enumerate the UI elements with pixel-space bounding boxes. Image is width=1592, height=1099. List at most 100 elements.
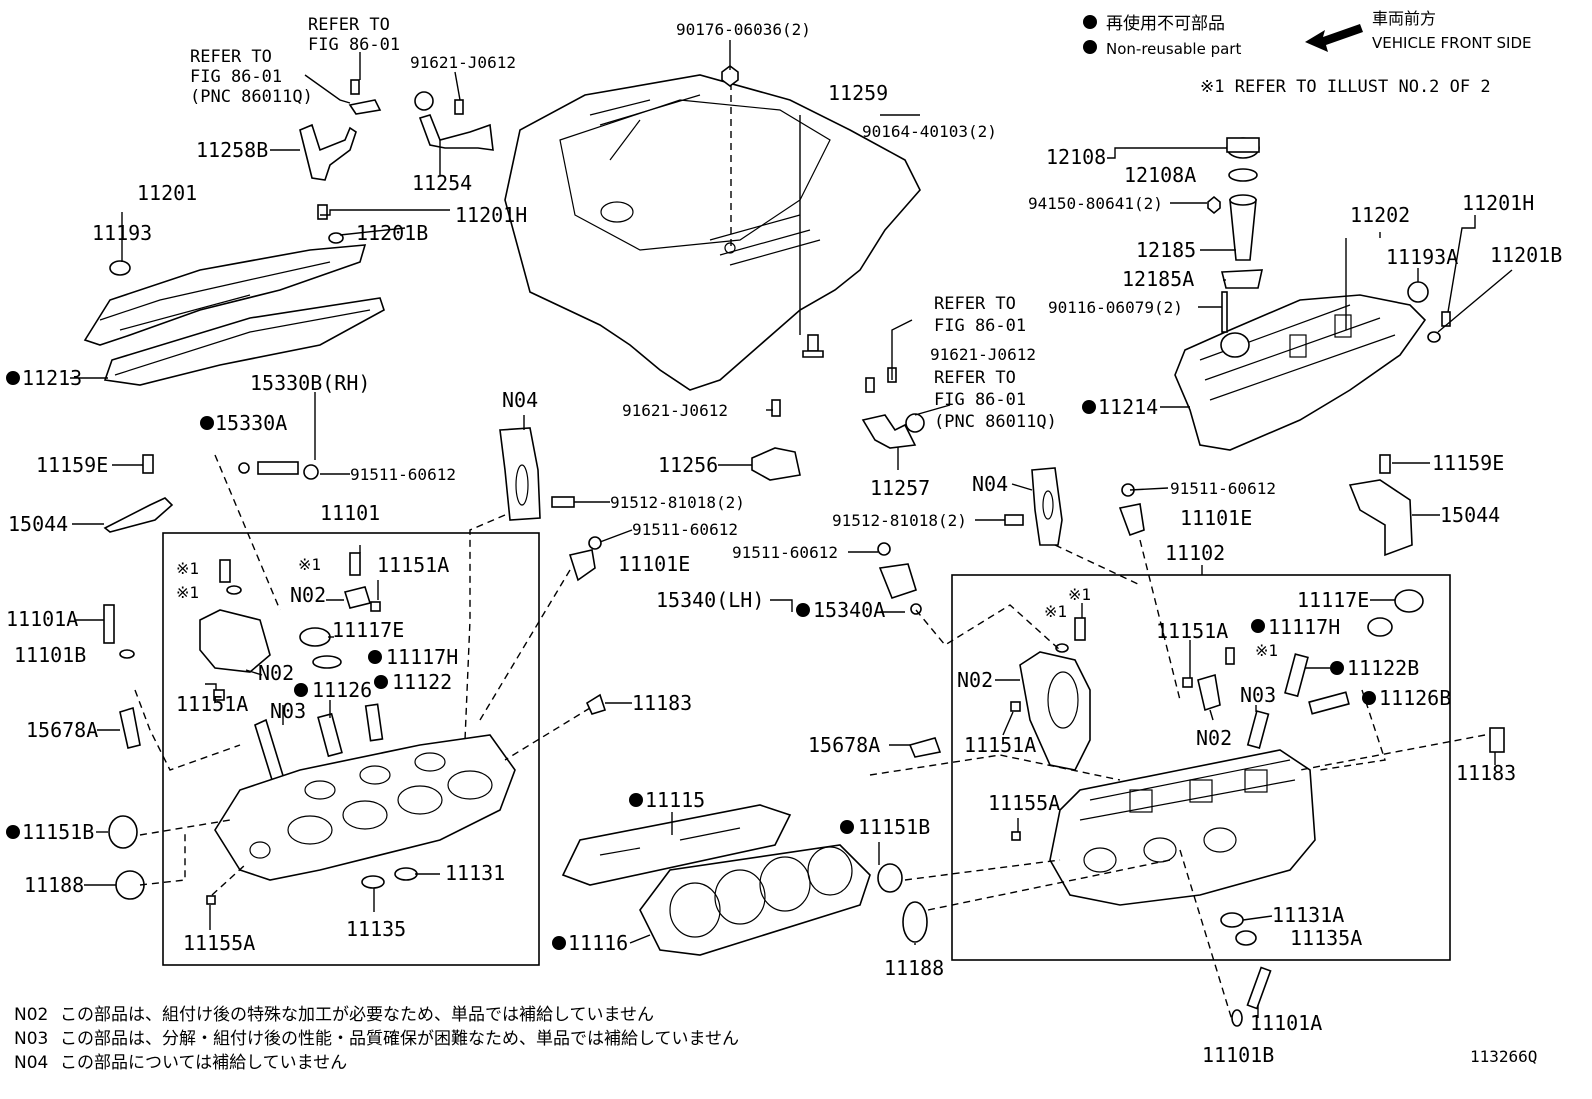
bolt-11159e-r — [1379, 454, 1391, 474]
note-n02-code: N02 — [14, 1005, 48, 1025]
ring-11135 — [361, 875, 385, 889]
label-91621-c: 91621-J0612 — [930, 345, 1036, 364]
leader-lines — [70, 40, 1513, 1018]
label-11101B-r: 11101B — [1202, 1043, 1274, 1067]
guide-11122 — [364, 703, 384, 742]
plug-11183-l — [585, 693, 607, 715]
label-12185A: 12185A — [1122, 267, 1194, 291]
ref-refer-to-3: REFER TO — [934, 294, 1016, 314]
seal-11151b-r — [877, 863, 903, 893]
label-N02-3: N02 — [957, 668, 993, 692]
note-n04-code: N04 — [14, 1053, 48, 1073]
washer-11101b-l — [119, 649, 135, 659]
label-11151B-l: 11151B — [22, 820, 94, 844]
label-N02-4: N02 — [1196, 726, 1232, 750]
label-N03-2: N03 — [1240, 683, 1276, 707]
pin-11151a-r2 — [1182, 677, 1193, 688]
gasket-12108a — [1228, 168, 1258, 182]
label-11102: 11102 — [1165, 541, 1225, 565]
plug-91512-l — [551, 496, 575, 508]
seal-11201b-r — [1427, 331, 1441, 343]
label-N04-r: N04 — [972, 472, 1008, 496]
label-91512-a: 91512-81018(2) — [610, 493, 745, 512]
label-15044-r: 15044 — [1440, 503, 1500, 527]
label-11117H-l: 11117H — [386, 645, 458, 669]
label-11126B: 11126B — [1379, 686, 1451, 710]
ref-fig-1: FIG 86-01 — [308, 35, 400, 55]
label-11135A: 11135A — [1290, 926, 1362, 950]
figure-id: 113266Q — [1470, 1047, 1537, 1066]
bolt-11101a-l — [103, 604, 115, 644]
vvt-solenoid-15330b — [257, 461, 299, 475]
grommet-11193 — [109, 260, 131, 276]
label-90164: 90164-40103(2) — [862, 122, 997, 141]
label-11183-l: 11183 — [632, 691, 692, 715]
bracket-n02-r — [1197, 673, 1221, 712]
label-N02-2: N02 — [258, 661, 294, 685]
label-11151B-r: 11151B — [858, 815, 930, 839]
label-11115: 11115 — [645, 788, 705, 812]
non-reusable-markers — [6, 371, 1376, 950]
label-11155A-l: 11155A — [183, 931, 255, 955]
plug-11188-r — [902, 901, 928, 943]
label-11202: 11202 — [1350, 203, 1410, 227]
label-11117E-l: 11117E — [332, 618, 404, 642]
bolt-90164 — [807, 334, 819, 352]
bolt-star1-a — [219, 559, 231, 583]
label-11258B: 11258B — [196, 138, 268, 162]
guide-11126b — [1308, 691, 1350, 715]
label-11213: 11213 — [22, 366, 82, 390]
label-15044-l: 15044 — [8, 512, 68, 536]
head-assembly-box-11102 — [951, 574, 1451, 961]
label-11193: 11193 — [92, 221, 152, 245]
non-reusable-dot-icon — [1083, 15, 1097, 29]
gasket-11117h-r — [1367, 617, 1393, 637]
label-N02-1: N02 — [290, 583, 326, 607]
label-11131A: 11131A — [1272, 903, 1344, 927]
label-11126: 11126 — [312, 678, 372, 702]
ring-11131 — [394, 867, 418, 881]
label-11131: 11131 — [445, 861, 505, 885]
label-11151A-1: 11151A — [377, 553, 449, 577]
bolt-91511-l — [303, 464, 319, 480]
label-11101A-r: 11101A — [1250, 1011, 1322, 1035]
label-star1-e: ※1 — [1044, 602, 1067, 621]
bolt-star1-r2 — [1225, 647, 1235, 665]
label-11256: 11256 — [658, 453, 718, 477]
bolt-91621a — [454, 99, 464, 115]
label-star1-b: ※1 — [176, 583, 199, 602]
ref-pnc-2: (PNC 86011Q) — [934, 412, 1057, 432]
label-11183-r: 11183 — [1456, 761, 1516, 785]
label-91511-c: 91511-60612 — [732, 543, 838, 562]
label-90116: 90116-06079(2) — [1048, 298, 1183, 317]
label-12185: 12185 — [1136, 238, 1196, 262]
label-11201B-r: 11201B — [1490, 243, 1562, 267]
head-gasket-11116 — [639, 844, 871, 956]
pin-11151a-l — [213, 689, 225, 701]
legend: 再使用不可部品 Non-reusable part 車両前方 VEHICLE F… — [1083, 9, 1532, 97]
label-11159E-l: 11159E — [36, 453, 108, 477]
label-star1-c: ※1 — [298, 555, 321, 574]
part-labels: REFER TO FIG 86-01 REFER TO FIG 86-01 (P… — [6, 15, 1562, 1067]
pin-11151a-l2 — [370, 601, 381, 612]
sensor-15678a-l — [119, 706, 141, 749]
seal-11151b-l — [108, 815, 138, 849]
grommet-11193a — [1407, 281, 1429, 303]
label-star1-f: ※1 — [1255, 641, 1278, 660]
ref-fig-4: FIG 86-01 — [934, 390, 1026, 410]
ref-refer-to-2: REFER TO — [190, 47, 272, 67]
label-15340: 15340(LH) — [656, 588, 764, 612]
label-11188-l: 11188 — [24, 873, 84, 897]
label-11101A-l: 11101A — [6, 607, 78, 631]
clip-ref-86-01 — [348, 99, 382, 115]
label-12108A: 12108A — [1124, 163, 1196, 187]
label-11135: 11135 — [346, 917, 406, 941]
bolt-star1-r — [1074, 617, 1086, 641]
label-11101: 11101 — [320, 501, 380, 525]
engine-cover — [504, 74, 921, 391]
label-11151A-3: 11151A — [964, 733, 1036, 757]
bolt-91621c-a — [865, 377, 875, 393]
label-11122B: 11122B — [1347, 656, 1419, 680]
label-11101E-l: 11101E — [618, 552, 690, 576]
pin-11155a-l — [206, 895, 216, 905]
